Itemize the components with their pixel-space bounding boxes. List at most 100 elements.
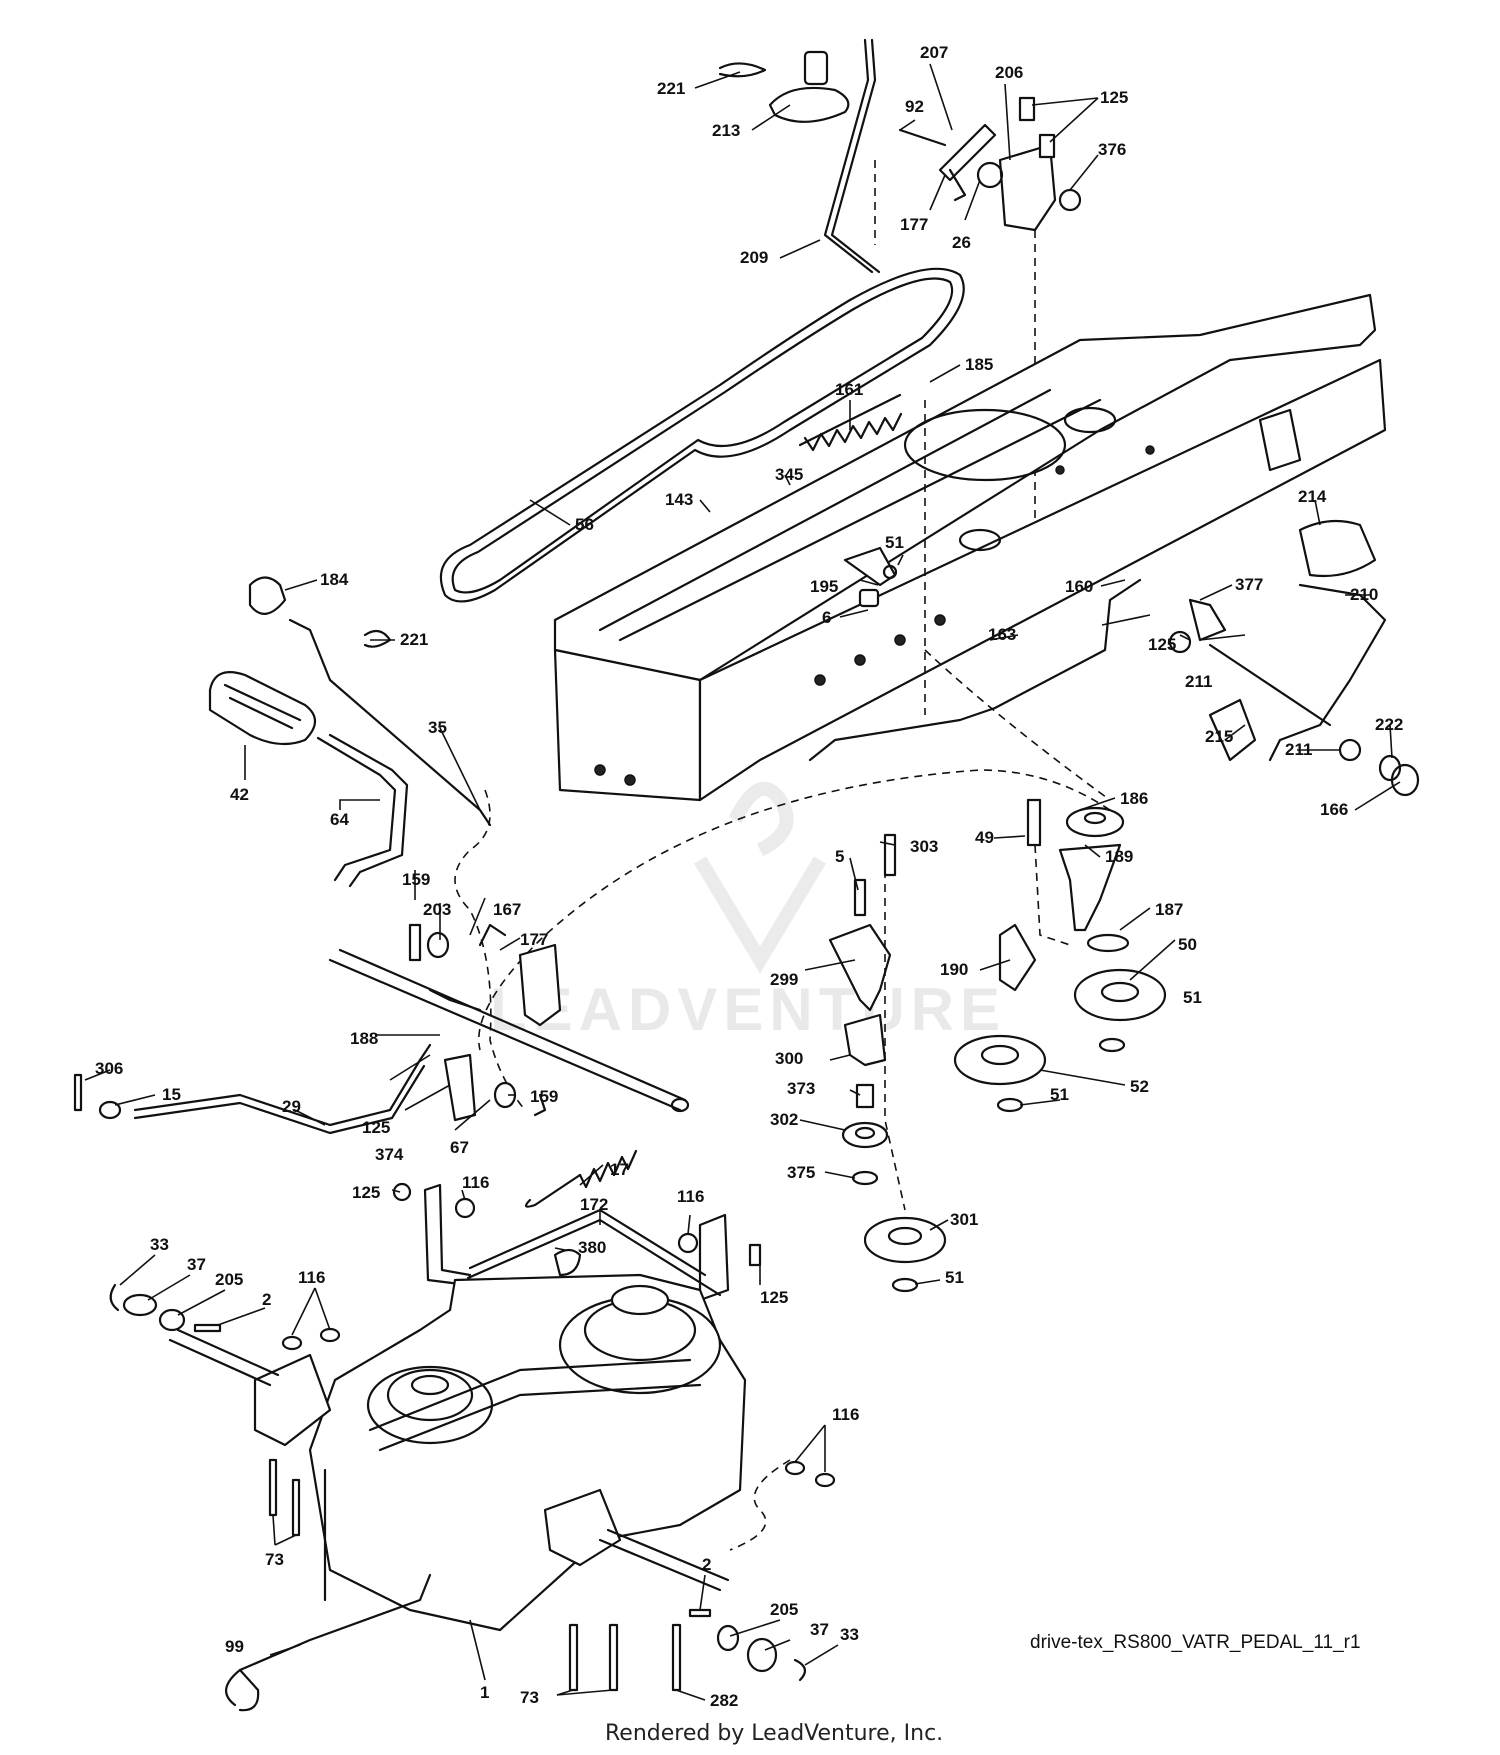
callout-116: 116	[677, 1187, 704, 1206]
leader-lines	[84, 63, 1401, 1701]
callout-143: 143	[665, 490, 693, 509]
callout-92: 92	[905, 97, 924, 116]
callout-167: 167	[493, 900, 521, 919]
callout-37: 37	[187, 1255, 206, 1274]
callout-306: 306	[95, 1059, 123, 1078]
callout-303: 303	[910, 837, 938, 856]
callout-213: 213	[712, 121, 740, 140]
callout-222: 222	[1375, 715, 1403, 734]
callout-189: 189	[1105, 847, 1133, 866]
callout-185: 185	[965, 355, 993, 374]
callout-205: 205	[215, 1270, 243, 1289]
callout-187: 187	[1155, 900, 1183, 919]
callout-73: 73	[520, 1688, 539, 1707]
callout-6: 6	[822, 608, 831, 627]
callout-125: 125	[362, 1118, 390, 1137]
callout-99: 99	[225, 1637, 244, 1656]
callout-375: 375	[787, 1163, 815, 1182]
callout-161: 161	[835, 380, 863, 399]
callout-51: 51	[1050, 1085, 1069, 1104]
callout-125: 125	[1148, 635, 1176, 654]
callout-2: 2	[262, 1290, 271, 1309]
callout-373: 373	[787, 1079, 815, 1098]
callout-214: 214	[1298, 487, 1327, 506]
center-idler-assembly	[828, 833, 947, 1293]
callout-64: 64	[330, 810, 349, 829]
callout-177: 177	[520, 930, 548, 949]
transaxle	[168, 1273, 747, 1632]
callout-301: 301	[950, 1210, 978, 1229]
callout-17: 17	[610, 1160, 629, 1179]
callout-207: 207	[920, 43, 948, 62]
callout-51: 51	[885, 533, 904, 552]
callout-73: 73	[265, 1550, 284, 1569]
callout-35: 35	[428, 718, 447, 737]
spring-17	[524, 1149, 638, 1208]
callout-29: 29	[282, 1097, 301, 1116]
callout-166: 166	[1320, 800, 1348, 819]
callout-206: 206	[995, 63, 1023, 82]
callout-300: 300	[775, 1049, 803, 1068]
tractor-frame	[553, 293, 1387, 802]
callout-345: 345	[775, 465, 803, 484]
callout-116: 116	[298, 1268, 325, 1287]
callout-282: 282	[710, 1691, 738, 1710]
axle-hardware-left	[109, 1283, 432, 1712]
callout-209: 209	[740, 248, 768, 267]
callout-125: 125	[1100, 88, 1128, 107]
callout-376: 376	[1098, 140, 1126, 159]
callout-190: 190	[940, 960, 968, 979]
callout-160: 160	[1065, 577, 1093, 596]
bracket-195	[843, 546, 898, 608]
callout-377: 377	[1235, 575, 1263, 594]
callout-172: 172	[580, 1195, 608, 1214]
shift-lever-assembly	[718, 38, 881, 274]
callout-374: 374	[375, 1145, 404, 1164]
callout-2: 2	[702, 1555, 711, 1574]
callout-26: 26	[952, 233, 971, 252]
transaxle-brackets	[392, 1182, 762, 1302]
callout-33: 33	[150, 1235, 169, 1254]
callout-186: 186	[1120, 789, 1148, 808]
callout-215: 215	[1205, 727, 1233, 746]
clutch-pedal-assembly	[208, 576, 690, 1113]
callout-188: 188	[350, 1029, 378, 1048]
rod-29-assembly	[73, 1043, 547, 1135]
callout-67: 67	[450, 1138, 469, 1157]
callout-195: 195	[810, 577, 838, 596]
brake-pedal-assembly	[808, 519, 1420, 797]
watermark-logo-icon	[693, 781, 827, 974]
callout-56: 56	[575, 515, 594, 534]
callout-177: 177	[900, 215, 928, 234]
callout-labels: 221 213 207 206 125 92 376 177 26 209 18…	[95, 43, 1403, 1710]
callout-159: 159	[402, 870, 430, 889]
drive-belt	[439, 267, 965, 603]
callout-211: 211	[1285, 740, 1312, 759]
shift-bracket-assembly	[898, 96, 1082, 232]
callout-116: 116	[832, 1405, 859, 1424]
watermark: LEADVENTURE	[490, 781, 1000, 1043]
callout-52: 52	[1130, 1077, 1149, 1096]
callout-302: 302	[770, 1110, 798, 1129]
callout-221: 221	[657, 79, 685, 98]
callout-159: 159	[530, 1087, 558, 1106]
callout-1: 1	[480, 1683, 489, 1702]
callout-51: 51	[1183, 988, 1202, 1007]
footer-text: Rendered by LeadVenture, Inc.	[605, 1721, 943, 1746]
callout-49: 49	[975, 828, 994, 847]
callout-33: 33	[840, 1625, 859, 1644]
callout-5: 5	[835, 847, 844, 866]
callout-210: 210	[1350, 585, 1378, 604]
callout-125: 125	[760, 1288, 788, 1307]
callout-221: 221	[400, 630, 428, 649]
axle-hardware-right	[568, 1460, 836, 1692]
callout-37: 37	[810, 1620, 829, 1639]
callout-380: 380	[578, 1238, 606, 1257]
callout-163: 163	[988, 625, 1016, 644]
callout-50: 50	[1178, 935, 1197, 954]
callout-205: 205	[770, 1600, 798, 1619]
callout-51: 51	[945, 1268, 964, 1287]
callout-42: 42	[230, 785, 249, 804]
diagram-id: drive-tex_RS800_VATR_PEDAL_11_r1	[1030, 1632, 1361, 1653]
